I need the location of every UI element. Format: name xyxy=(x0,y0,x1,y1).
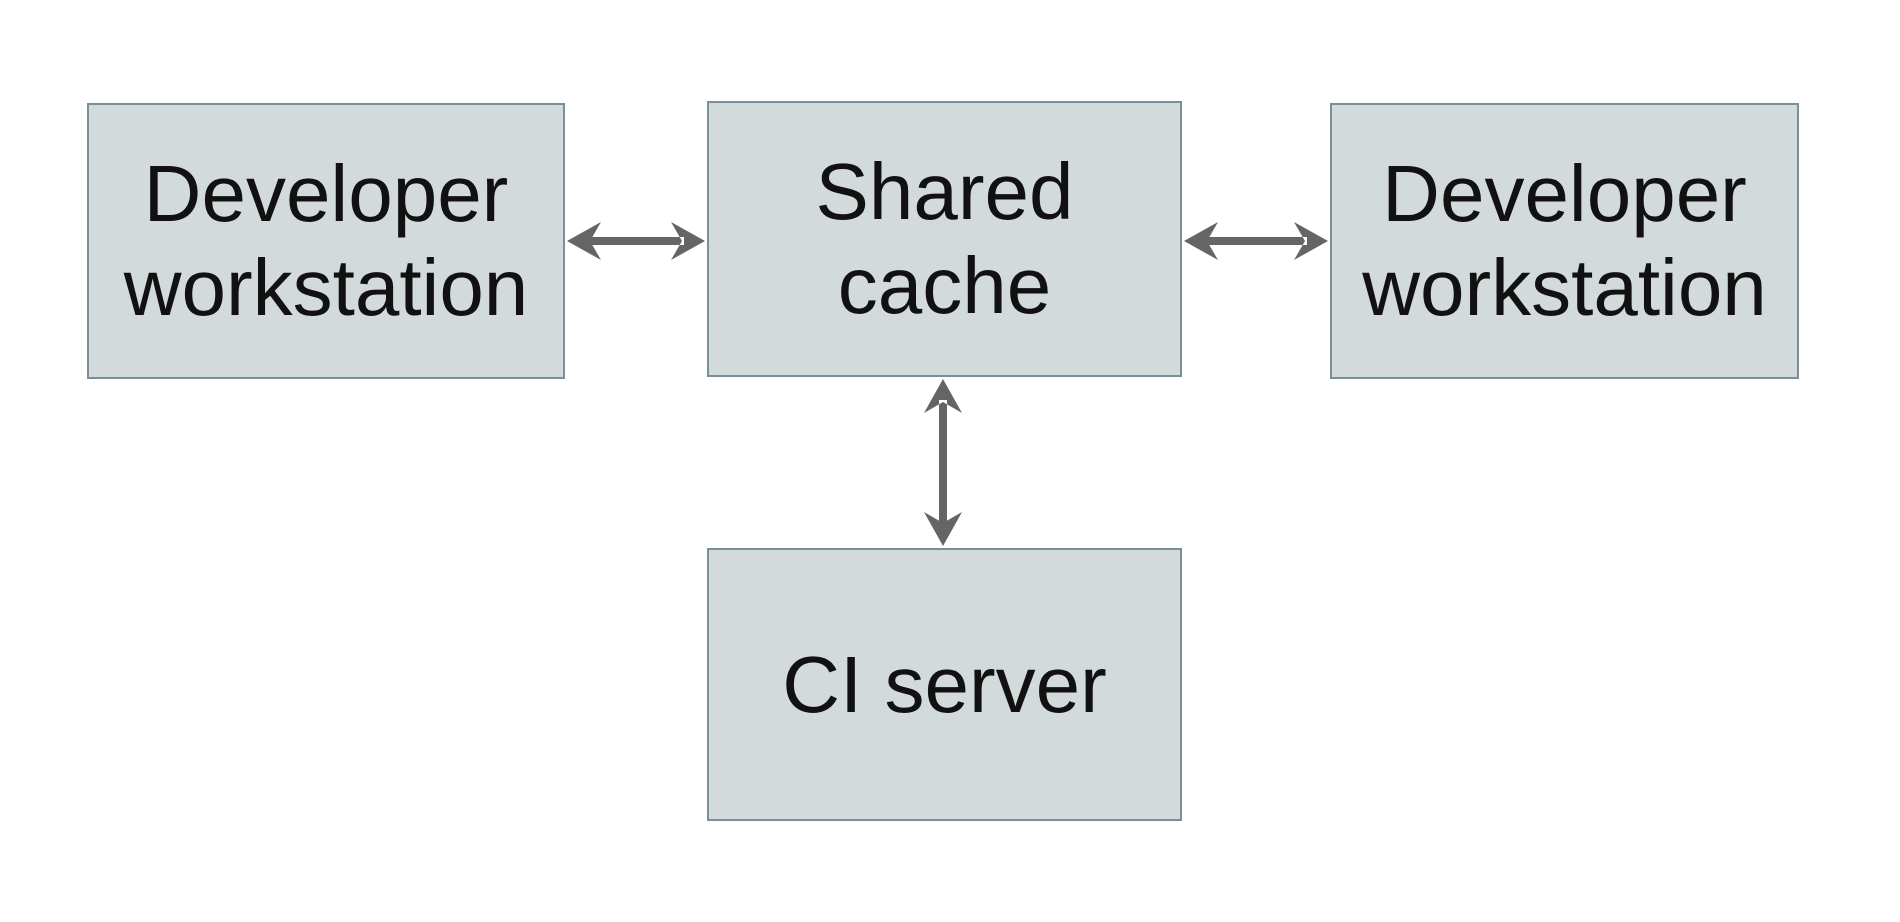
node-ci-server: CI server xyxy=(707,548,1182,821)
node-label: CI server xyxy=(782,639,1107,729)
arrow-left-workstation-cache xyxy=(567,222,705,260)
node-label: Shared cache xyxy=(815,147,1074,330)
node-label: Developer workstation xyxy=(123,149,529,332)
node-shared-cache: Shared cache xyxy=(707,101,1182,377)
node-developer-workstation-right: Developer workstation xyxy=(1330,103,1799,379)
node-developer-workstation-left: Developer workstation xyxy=(87,103,565,379)
arrow-cache-right-workstation xyxy=(1184,222,1328,260)
arrow-cache-ci-server xyxy=(924,379,962,546)
node-label: Developer workstation xyxy=(1362,149,1767,332)
